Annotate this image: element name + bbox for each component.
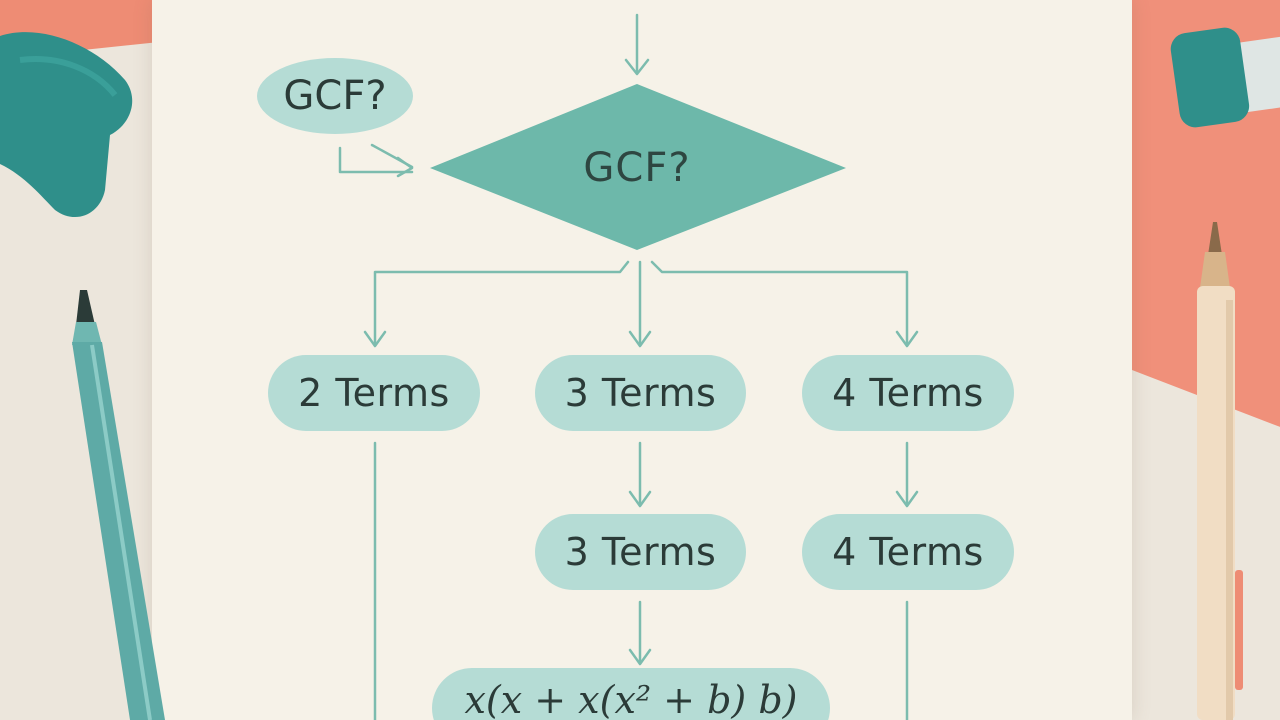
branch-right-arrowhead	[895, 330, 919, 348]
formula-link-arrowhead	[628, 648, 652, 666]
branch-left-connector	[373, 260, 630, 347]
note-label: GCF?	[283, 73, 387, 119]
decision-diamond	[430, 84, 846, 250]
node-3-terms-second: 3 Terms	[535, 514, 746, 590]
cream-pen-icon	[1197, 222, 1243, 720]
top-arrowhead	[624, 58, 650, 76]
teal-pen-icon	[72, 290, 165, 720]
branch-middle-arrowhead	[628, 330, 652, 348]
middle-link-arrowhead	[628, 490, 652, 508]
node-3-terms: 3 Terms	[535, 355, 746, 431]
note-bubble	[257, 58, 413, 134]
node-4-terms-second: 4 Terms	[802, 514, 1014, 590]
note-connector	[338, 146, 414, 174]
formula-node: x(x + x(x² + b) b)	[432, 668, 830, 720]
node-2-terms: 2 Terms	[268, 355, 480, 431]
teal-brush-icon	[1170, 27, 1280, 128]
teal-clip-icon	[0, 32, 133, 218]
branch-left-arrowhead	[363, 330, 387, 348]
node-4-terms: 4 Terms	[802, 355, 1014, 431]
decision-label: GCF?	[583, 145, 691, 191]
right-link-arrowhead	[895, 490, 919, 508]
note-arrowhead	[396, 156, 414, 178]
branch-right-connector	[650, 260, 909, 347]
